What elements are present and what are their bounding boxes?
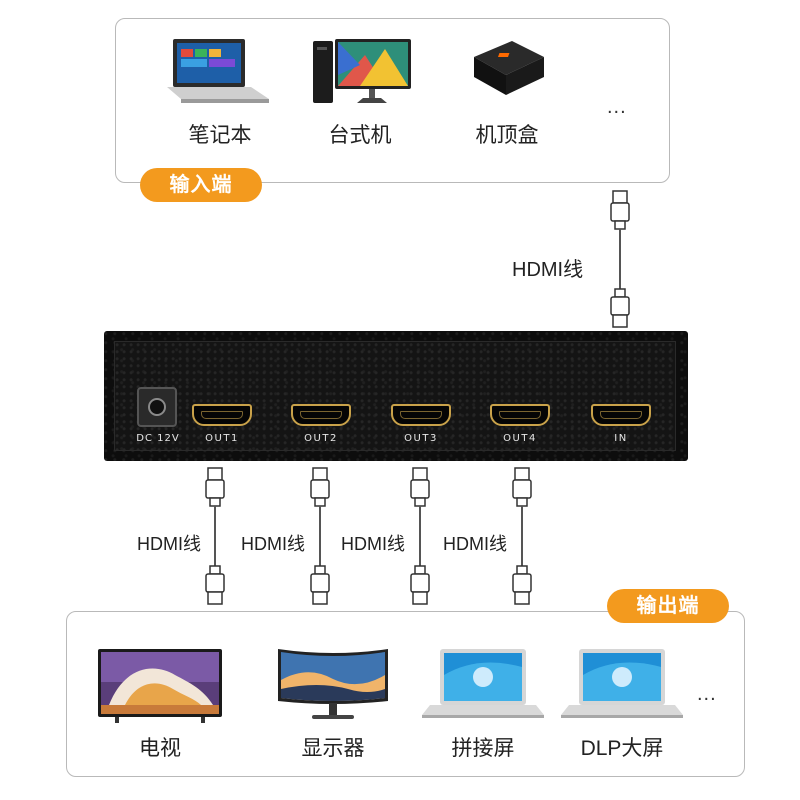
out2-hdmi-cable-icon	[310, 467, 330, 605]
dlp-screen-label: DLP大屏	[580, 737, 664, 760]
desktop-pc-device: 台式机	[305, 35, 415, 147]
out1-cable-label: HDMI线	[137, 534, 201, 554]
hdmi-port-out2	[291, 404, 351, 426]
video-wall-label: 拼接屏	[451, 737, 515, 760]
dlp-screen-device: DLP大屏	[557, 645, 687, 765]
input-badge: 输入端	[140, 168, 262, 202]
tv-icon	[98, 649, 222, 723]
port-label-in: IN	[614, 433, 628, 444]
desktop-pc-label: 台式机	[328, 124, 392, 147]
top-cable-label: HDMI线	[512, 259, 584, 281]
output-more-ellipsis: ...	[697, 683, 717, 705]
out1-hdmi-cable-icon	[205, 467, 225, 605]
input-more-ellipsis: ...	[607, 96, 627, 118]
laptop-icon	[167, 39, 269, 103]
port-label-out1: OUT1	[205, 433, 239, 444]
monitor-label: 显示器	[301, 737, 365, 760]
out3-hdmi-cable-icon	[410, 467, 430, 605]
out2-cable-label: HDMI线	[241, 534, 305, 554]
port-label-out2: OUT2	[304, 433, 338, 444]
hdmi-port-out4	[490, 404, 550, 426]
laptop-icon	[561, 649, 683, 718]
splitter-front-panel: DC 12V OUT1 OUT2 OUT3 OUT4 IN	[114, 341, 676, 451]
out4-cable-label: HDMI线	[443, 534, 507, 554]
port-label-out4: OUT4	[503, 433, 537, 444]
laptop-icon	[422, 649, 544, 718]
hdmi-splitter-device: DC 12V OUT1 OUT2 OUT3 OUT4 IN	[104, 331, 688, 461]
video-wall-device: 拼接屏	[418, 645, 548, 765]
hdmi-port-in	[591, 404, 651, 426]
set-top-box-device: 机顶盒	[452, 35, 562, 147]
dc-power-label: DC 12V	[136, 433, 180, 444]
port-label-out3: OUT3	[404, 433, 438, 444]
laptop-device: 笔记本	[165, 35, 275, 147]
hdmi-port-out3	[391, 404, 451, 426]
set-top-box-label: 机顶盒	[475, 124, 539, 147]
top-hdmi-cable-icon	[610, 190, 630, 328]
curved-monitor-icon	[278, 649, 388, 719]
tv-label: 电视	[139, 737, 181, 760]
curved-monitor-device: 显示器	[268, 645, 398, 765]
dc-power-jack	[137, 387, 177, 427]
tv-device: 电视	[95, 645, 225, 765]
set-top-box-icon	[474, 41, 544, 95]
out3-cable-label: HDMI线	[341, 534, 405, 554]
hdmi-port-out1	[192, 404, 252, 426]
out4-hdmi-cable-icon	[512, 467, 532, 605]
laptop-label: 笔记本	[188, 124, 252, 147]
desktop-pc-icon	[313, 39, 411, 103]
output-badge: 输出端	[607, 589, 729, 623]
